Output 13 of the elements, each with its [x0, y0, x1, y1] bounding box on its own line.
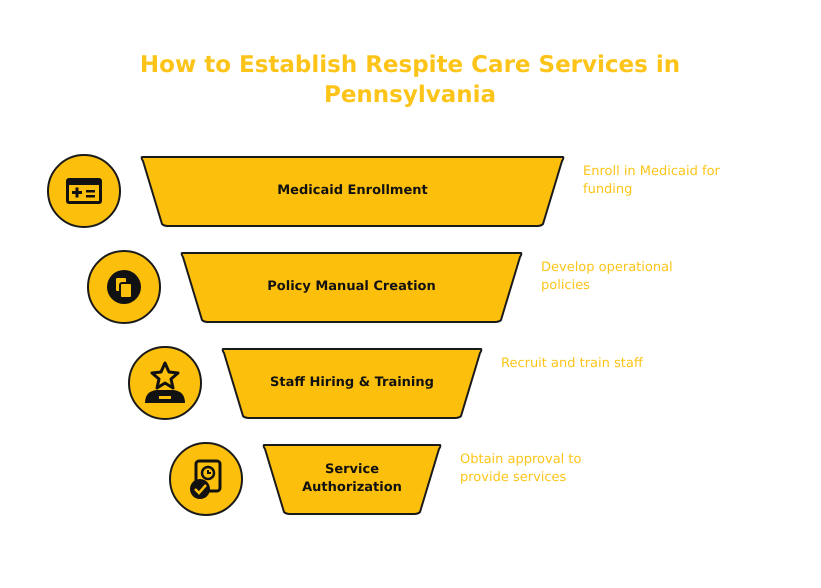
title: How to Establish Respite Care Services in Pennsylvania [138, 51, 682, 110]
stage-label: Staff Hiring & Training [270, 374, 434, 392]
stage-description: Recruit and train staff [501, 355, 644, 373]
stage-label: Medicaid Enrollment [277, 182, 428, 200]
funnel-stage [140, 155, 565, 227]
funnel-stage [262, 443, 442, 515]
stage-description: Obtain approval to provide services [460, 451, 582, 487]
stage-label: Service Authorization [301, 461, 403, 497]
funnel-stage [221, 347, 483, 419]
funnel-stage [180, 251, 523, 323]
stage-description: Develop operational policies [541, 259, 674, 295]
stage-label: Policy Manual Creation [267, 278, 436, 296]
stage-description: Enroll in Medicaid for funding [583, 163, 721, 199]
